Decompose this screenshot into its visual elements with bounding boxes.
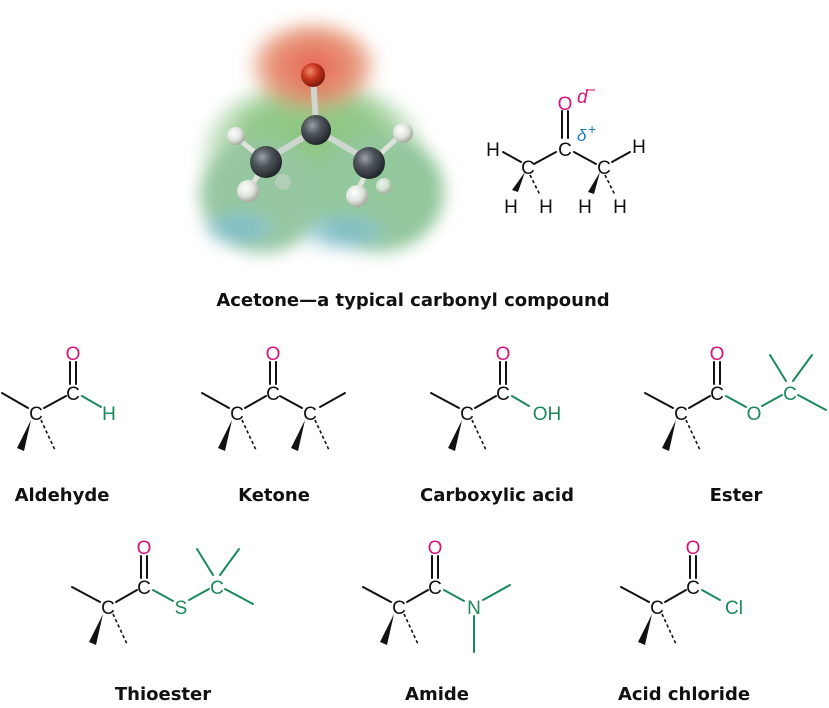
acetone-oxygen-label: O xyxy=(558,94,573,115)
plus-superscript: + xyxy=(588,121,596,137)
ketone-structure: O C C C xyxy=(201,344,346,451)
alpha-carbon: C xyxy=(101,598,115,619)
ester-oxygen: O xyxy=(747,404,762,425)
amide-structure: O C C N xyxy=(362,538,511,653)
minus-superscript: − xyxy=(587,82,596,99)
ball-and-stick-model xyxy=(227,63,413,207)
hydrogen-label: H xyxy=(578,197,592,218)
alpha-carbon: C xyxy=(650,598,664,619)
acid-chloride-label: Acid chloride xyxy=(618,684,750,705)
carboxylic-acid-label: Carboxylic acid xyxy=(420,485,574,506)
ester-alkyl-carbon: C xyxy=(783,384,797,405)
chlorine-atom: Cl xyxy=(725,598,743,619)
carbonyl-carbon: C xyxy=(266,384,280,405)
thioester-structure: O C C S C xyxy=(71,538,254,645)
acetone-potential-map xyxy=(200,18,444,253)
sulfur-atom: S xyxy=(175,598,188,619)
amide-label: Amide xyxy=(405,684,469,705)
ester-label: Ester xyxy=(710,485,763,506)
alpha-carbon: C xyxy=(230,404,244,425)
carbonyl-oxygen: O xyxy=(137,538,152,559)
alpha-carbon: C xyxy=(29,404,43,425)
carbonyl-oxygen: O xyxy=(66,344,81,365)
carbonyl-oxygen: O xyxy=(428,538,443,559)
carbonyl-oxygen: O xyxy=(710,344,725,365)
carbonyl-carbon: C xyxy=(137,578,151,599)
acetone-left-carbon: C xyxy=(521,158,535,179)
acetone-carbonyl-carbon: C xyxy=(558,140,572,161)
alpha-carbon: C xyxy=(303,404,317,425)
delta-minus-symbol: d xyxy=(577,87,589,108)
thioester-alkyl-carbon: C xyxy=(210,578,224,599)
ester-structure: O C C O C xyxy=(644,344,827,451)
acetone-right-carbon: C xyxy=(597,158,611,179)
hydrogen-label: H xyxy=(613,197,627,218)
carbonyl-carbon: C xyxy=(428,578,442,599)
hydrogen-label: H xyxy=(486,140,500,161)
carboxylic-acid-structure: O C C OH xyxy=(430,344,562,451)
thioester-label: Thioester xyxy=(115,684,211,705)
hydrogen-label: H xyxy=(504,197,518,218)
nitrogen-atom: N xyxy=(467,598,481,619)
carbonyl-carbon: C xyxy=(66,384,80,405)
carbonyl-oxygen: O xyxy=(496,344,511,365)
alpha-carbon: C xyxy=(392,598,406,619)
carbonyl-carbon-ball xyxy=(301,115,331,145)
carbonyl-oxygen: O xyxy=(686,538,701,559)
aldehyde-label: Aldehyde xyxy=(15,485,110,506)
carbonyl-carbon: C xyxy=(496,384,510,405)
hydrogen-label: H xyxy=(539,197,553,218)
carbonyl-oxygen: O xyxy=(266,344,281,365)
hydrogen-label: H xyxy=(632,137,646,158)
ketone-label: Ketone xyxy=(238,485,310,506)
delta-plus-symbol: δ xyxy=(577,126,587,145)
carbonyl-carbon: C xyxy=(710,384,724,405)
acid-chloride-structure: O C C Cl xyxy=(620,538,743,645)
alpha-carbon: C xyxy=(674,404,688,425)
acetone-caption: Acetone—a typical carbonyl compound xyxy=(216,290,609,311)
aldehyde-hydrogen: H xyxy=(102,404,116,425)
carbonyl-carbon: C xyxy=(686,578,700,599)
acetone-structure: O d − δ + C C C H H H H H H xyxy=(486,82,646,218)
oxygen-atom-ball xyxy=(301,63,325,87)
alpha-carbon: C xyxy=(460,404,474,425)
hydroxyl-group: OH xyxy=(533,404,562,425)
aldehyde-structure: O C C H xyxy=(1,344,116,451)
